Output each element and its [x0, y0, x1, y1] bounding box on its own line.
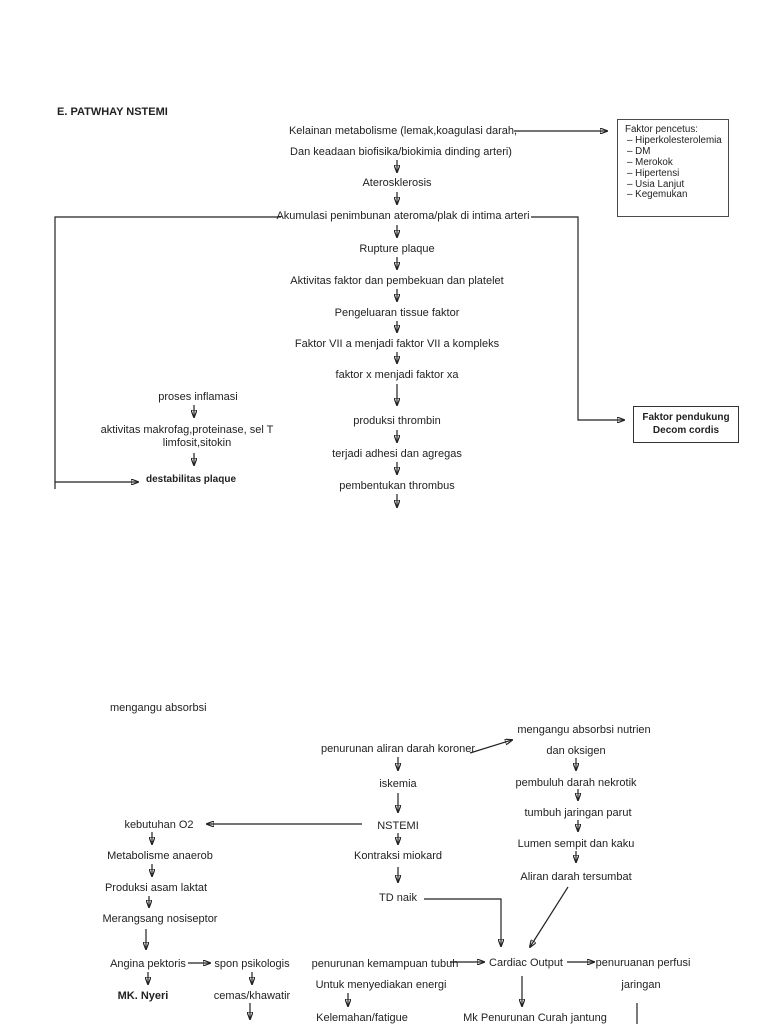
faktor-pencetus-item: – Hipertensi [627, 167, 680, 179]
flow-node-lumen-sempit: Lumen sempit dan kaku [517, 838, 635, 850]
flow-node-angina-pektoris: Angina pektoris [110, 958, 186, 970]
flow-node-pengeluaran-tissue: Pengeluaran tissue faktor [334, 307, 460, 319]
flow-node-faktor-x: faktor x menjadi faktor xa [335, 369, 459, 381]
flow-node-merangsang-nosiseptor: Merangsang nosiseptor [102, 913, 218, 925]
faktor-pencetus-box: Faktor pencetus: – Hiperkolesterolemia –… [617, 119, 729, 217]
flow-node-penurunan-kemampuan-line1: penurunan kemampuan tubuh [311, 958, 459, 970]
flow-node-kelemahan-fatigue: Kelemahan/fatigue [316, 1012, 408, 1024]
flow-node-terjadi-adhesi: terjadi adhesi dan agregas [332, 448, 462, 460]
faktor-pendukung-box: Faktor pendukung Decom cordis [633, 406, 739, 443]
arrow-akumulasi-to-pendukung [531, 216, 624, 420]
flow-node-mengangu-nutrien-line1: mengangu absorbsi nutrien [517, 724, 651, 736]
flow-node-mengangu-absorbsi: mengangu absorbsi [110, 702, 207, 714]
arrow-tdnaik-to-cardiac [424, 898, 501, 946]
flow-node-destabilitas-plaque: destabilitas plaque [145, 474, 237, 485]
arrow-penurunan-to-nutrien [469, 740, 512, 754]
flow-node-mengangu-nutrien-line2: dan oksigen [546, 745, 606, 757]
flow-node-faktor-vii: Faktor VII a menjadi faktor VII a komple… [294, 338, 500, 350]
faktor-pencetus-item: – Kegemukan [627, 189, 688, 201]
faktor-pencetus-item: – Merokok [627, 156, 673, 168]
flow-node-aktivitas-makrofag-line2: limfosit,sitokin [162, 437, 232, 449]
flow-node-akumulasi-ateroma: Akumulasi penimbunan ateroma/plak di int… [276, 210, 530, 222]
flow-node-aliran-tersumbat: Aliran darah tersumbat [520, 871, 632, 883]
flow-node-kelainan-metabolisme-line1: Kelainan metabolisme (lemak,koagulasi da… [288, 125, 518, 137]
flow-node-kontraksi-miokard: Kontraksi miokard [353, 850, 443, 862]
line-akumulasi-left-branch [54, 216, 281, 489]
faktor-pendukung-line2: Decom cordis [652, 424, 720, 436]
flow-node-penuruanan-perfusi-line1: penuruanan perfusi [595, 957, 691, 969]
flow-node-penuruanan-perfusi-line2: jaringan [621, 979, 661, 991]
flow-node-aterosklerosis: Aterosklerosis [362, 177, 432, 189]
flow-node-produksi-asam: Produksi asam laktat [104, 882, 208, 894]
flow-node-nstemi: NSTEMI [377, 820, 419, 832]
flow-node-mk-nyeri: MK. Nyeri [117, 990, 169, 1002]
flow-node-spon-psikologis: spon psikologis [214, 958, 290, 970]
flow-node-penurunan-aliran: penurunan aliran darah koroner [320, 743, 476, 755]
flow-node-tumbuh-parut: tumbuh jaringan parut [524, 807, 632, 819]
flow-node-proses-inflamasi: proses inflamasi [158, 391, 238, 403]
arrow-aliran-to-cardiac [530, 886, 569, 947]
page-title: E. PATWHAY NSTEMI [57, 106, 168, 118]
flow-node-pembentukan-thrombus: pembentukan thrombus [339, 480, 455, 492]
flow-node-aktivitas-faktor: Aktivitas faktor dan pembekuan dan plate… [290, 275, 504, 287]
flow-node-iskemia: iskemia [379, 778, 417, 790]
faktor-pencetus-title: Faktor pencetus: [625, 124, 698, 135]
faktor-pencetus-item: – DM [627, 145, 651, 157]
flow-node-kebutuhan-o2: kebutuhan O2 [124, 819, 194, 831]
flow-node-pembuluh-nekrotik: pembuluh darah nekrotik [515, 777, 637, 789]
flow-node-cardiac-output: Cardiac Output [489, 957, 563, 969]
flow-node-cemas-khawatir: cemas/khawatir [213, 990, 291, 1002]
flow-node-metabolisme-anaerob: Metabolisme anaerob [107, 850, 213, 862]
flow-node-produksi-thrombin: produksi thrombin [353, 415, 441, 427]
flow-node-rupture-plaque: Rupture plaque [359, 243, 435, 255]
flow-node-td-naik: TD naik [379, 892, 417, 904]
faktor-pendukung-line1: Faktor pendukung [642, 412, 730, 423]
faktor-pencetus-item: – Usia Lanjut [627, 178, 685, 190]
flow-node-mk-penurunan-curah: Mk Penurunan Curah jantung [463, 1012, 607, 1024]
flow-node-aktivitas-makrofag-line1: aktivitas makrofag,proteinase, sel T [100, 424, 274, 436]
faktor-pencetus-item: – Hiperkolesterolemia [627, 134, 722, 146]
flow-node-penurunan-kemampuan-line2: Untuk menyediakan energi [315, 979, 447, 991]
flow-node-kelainan-metabolisme-line2: Dan keadaan biofisika/biokimia dinding a… [290, 146, 512, 158]
